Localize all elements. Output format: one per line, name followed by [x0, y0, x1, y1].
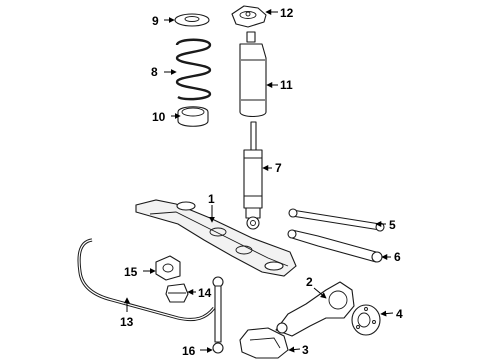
callout-8: 8: [151, 65, 158, 79]
part-spring-isolator: [177, 106, 209, 127]
callout-9: 9: [152, 14, 159, 28]
callout-4: 4: [396, 307, 403, 321]
callout-5: 5: [389, 218, 396, 232]
callout-6: 6: [394, 250, 401, 264]
part-wheel-hub: [351, 304, 381, 336]
part-lower-bracket: [239, 327, 289, 359]
callout-2: 2: [306, 275, 313, 289]
leader-lines: [124, 9, 394, 353]
part-stabilizer-link: [212, 276, 224, 354]
part-stabilizer-bar: [77, 238, 216, 322]
callout-13: 13: [120, 315, 134, 329]
part-knuckle: [275, 281, 355, 337]
part-stabilizer-bracket: [165, 283, 189, 303]
callout-12: 12: [280, 6, 294, 20]
callout-11: 11: [280, 78, 293, 92]
callout-labels: 9 12 8 10 11 7 1 5 6 2 4 3 13 14 15 16: [120, 6, 403, 358]
part-strut-mount: [231, 5, 267, 28]
callout-15: 15: [124, 265, 138, 279]
callout-14: 14: [198, 286, 212, 300]
part-stabilizer-bushing: [155, 255, 181, 281]
callout-1: 1: [208, 192, 215, 206]
part-spring-upper-seat: [174, 13, 210, 27]
callout-7: 7: [275, 161, 282, 175]
part-crossmember: [135, 199, 297, 277]
part-lower-link: [287, 229, 383, 263]
part-upper-link: [288, 208, 385, 232]
part-dust-boot: [239, 31, 267, 118]
callout-16: 16: [182, 344, 196, 358]
part-coil-spring: [175, 38, 212, 101]
callout-3: 3: [302, 343, 309, 357]
part-shock-absorber: [243, 121, 263, 230]
callout-10: 10: [152, 110, 166, 124]
